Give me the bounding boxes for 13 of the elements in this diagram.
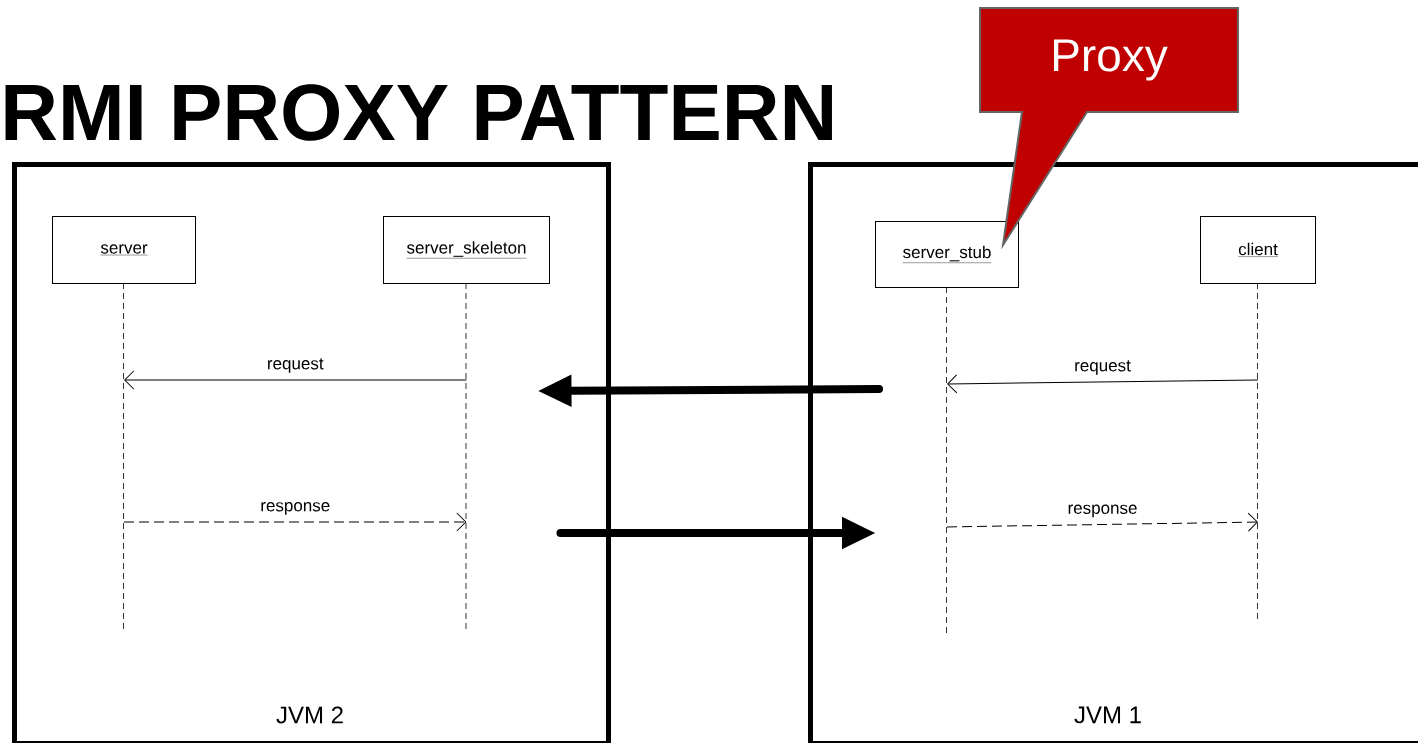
message-arrow <box>124 370 467 390</box>
participant-box: server_skeleton <box>383 216 550 284</box>
title: RMI PROXY PATTERN <box>5 84 832 141</box>
participant-box: server_stub <box>875 221 1019 288</box>
dashed-message-arrow <box>123 512 467 532</box>
participant-box: server <box>52 216 196 284</box>
message-arrow <box>947 374 1259 394</box>
edge-label: response <box>1066 503 1139 519</box>
participant-box: client <box>1200 216 1316 284</box>
dashed-message-arrow <box>946 512 1258 532</box>
edge-label: request <box>1073 359 1132 376</box>
edge-label: response <box>259 501 332 516</box>
edge-label: request <box>265 357 325 374</box>
